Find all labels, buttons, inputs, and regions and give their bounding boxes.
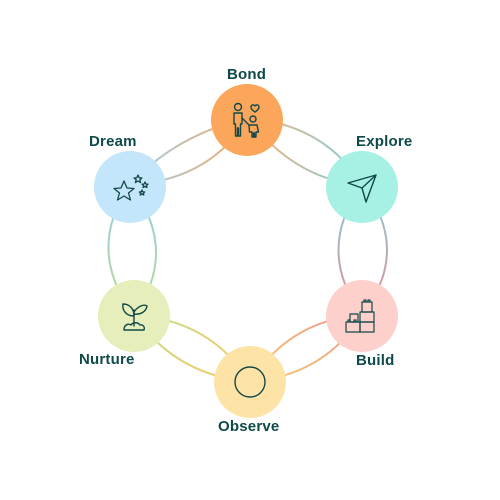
node-bond: [211, 84, 283, 156]
family-icon: [233, 102, 260, 138]
node-observe: [214, 346, 286, 418]
node-dream: [94, 151, 166, 223]
label-nurture: Nurture: [79, 351, 135, 368]
stars-icon: [113, 174, 149, 201]
paper-plane-icon: [347, 174, 377, 203]
label-bond: Bond: [227, 66, 267, 83]
circle-icon: [234, 366, 266, 398]
node-build: [326, 280, 398, 352]
label-explore: Explore: [356, 133, 413, 150]
label-observe: Observe: [218, 418, 280, 435]
blocks-icon: [345, 299, 375, 333]
label-build: Build: [356, 352, 395, 369]
node-explore: [326, 151, 398, 223]
sprout-icon: [122, 303, 148, 331]
label-dream: Dream: [89, 133, 137, 150]
node-nurture: [98, 280, 170, 352]
